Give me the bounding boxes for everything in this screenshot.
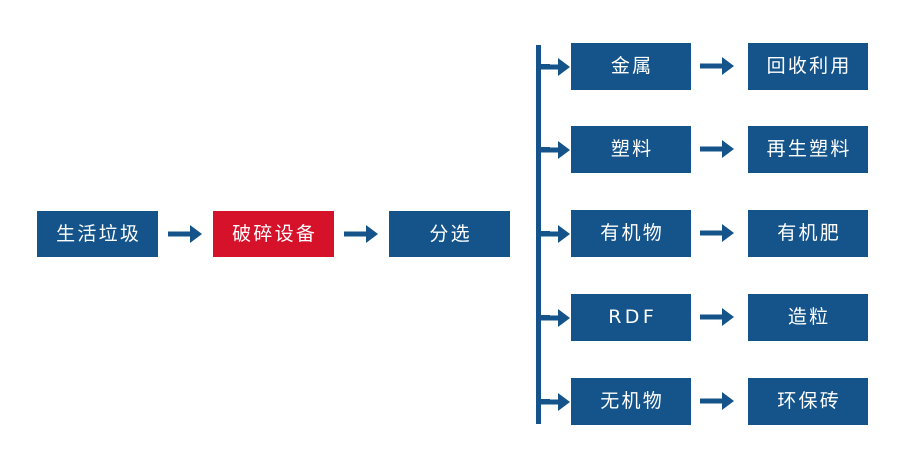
node-branch-material-3[interactable]: 有机物 <box>571 210 691 257</box>
node-branch-material-4[interactable]: RDF <box>571 294 691 341</box>
arrow-right-icon <box>700 136 734 162</box>
arrow-right-icon <box>700 220 734 246</box>
arrow-right-icon <box>538 305 570 331</box>
arrow-right-icon <box>538 137 570 163</box>
node-branch-product-2[interactable]: 再生塑料 <box>748 126 868 173</box>
arrow-right-icon <box>700 304 734 330</box>
arrow-right-icon <box>700 388 734 414</box>
node-branch-product-1[interactable]: 回收利用 <box>748 43 868 90</box>
node-branch-product-5[interactable]: 环保砖 <box>748 378 868 425</box>
node-branch-product-4[interactable]: 造粒 <box>748 294 868 341</box>
arrow-right-icon <box>700 53 734 79</box>
node-sorting[interactable]: 分选 <box>389 211 510 257</box>
arrow-right-icon <box>538 389 570 415</box>
node-crushing-equipment[interactable]: 破碎设备 <box>213 211 334 257</box>
arrow-right-icon <box>168 221 202 247</box>
arrow-right-icon <box>344 221 378 247</box>
node-branch-product-3[interactable]: 有机肥 <box>748 210 868 257</box>
arrow-right-icon <box>538 54 570 80</box>
node-branch-material-1[interactable]: 金属 <box>571 43 691 90</box>
node-branch-material-2[interactable]: 塑料 <box>571 126 691 173</box>
node-household-waste[interactable]: 生活垃圾 <box>37 211 158 257</box>
node-branch-material-5[interactable]: 无机物 <box>571 378 691 425</box>
arrow-right-icon <box>538 221 570 247</box>
